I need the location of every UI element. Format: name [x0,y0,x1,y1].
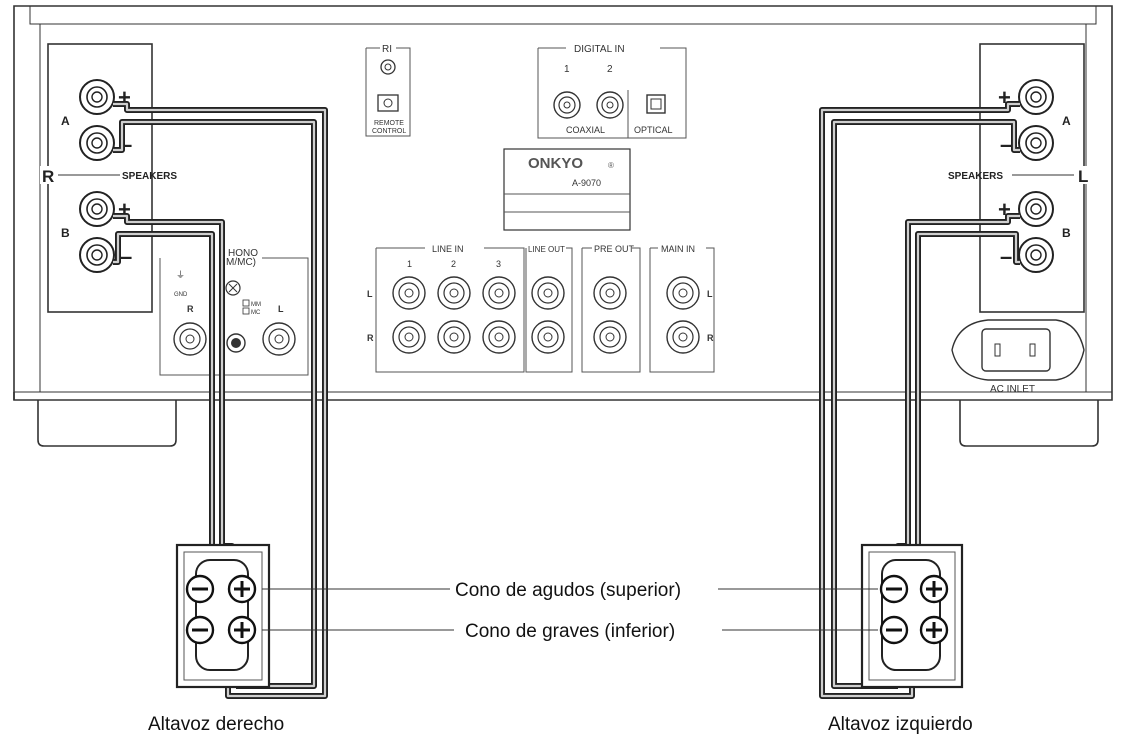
gnd-label: GND [174,292,188,298]
line-input-number: 2 [451,259,456,269]
plus-terminal-icon[interactable] [227,615,257,645]
amplifier-chassis [13,5,1113,401]
terminal-a-minus[interactable] [1018,125,1054,161]
plus-terminal-icon[interactable] [227,574,257,604]
phono-title: M/MC) [226,257,256,268]
optical-jack[interactable] [646,94,666,114]
pre-out-title: PRE OUT [594,244,635,254]
ri-jack[interactable] [380,59,396,75]
row-r-label: R [707,333,714,343]
speaker-terminals-left: + – + – A B L SPEAKERS [948,43,1092,313]
registered-mark: ® [608,161,614,170]
coaxial-jack-1[interactable] [553,91,581,119]
model-number: A-9070 [572,178,601,188]
row-l-label: L [367,289,373,299]
minus-terminal-icon[interactable] [185,574,215,604]
speakers-label: SPEAKERS [122,171,177,182]
minus-terminal-icon[interactable] [185,615,215,645]
speaker-set-a-label: A [61,114,70,128]
line-in-1-jack-r[interactable] [392,320,426,354]
terminal-b-plus[interactable] [79,191,115,227]
phono-r-label: R [187,304,194,314]
gnd-icon: ⏚ [176,270,185,280]
optical-label: OPTICAL [634,125,673,135]
phono-jack-l[interactable] [262,322,296,356]
speaker-set-b-label: B [1062,226,1071,240]
minus-terminal-icon[interactable] [879,574,909,604]
speaker-terminals-right: + – + – A B R SPEAKERS [40,43,177,313]
speakers-label: SPEAKERS [948,171,1003,182]
chassis-feet [37,400,1099,447]
plus-terminal-icon[interactable] [919,574,949,604]
digital-in-section: DIGITAL IN 1 2 COAXIAL OPTICAL [537,44,687,139]
speaker-set-a-label: A [1062,114,1071,128]
speaker-right-terminal-panel [175,543,271,689]
minus-sign: – [1000,244,1012,269]
remote-control-label: REMOTE [374,120,404,127]
terminal-b-plus[interactable] [1018,191,1054,227]
line-input-number: 3 [496,259,501,269]
left-speaker-caption: Altavoz izquierdo [828,714,973,735]
main-in-title: MAIN IN [661,244,695,254]
analog-io-section [375,247,715,373]
phono-title: HONO [228,248,258,259]
line-out-title: LINE OUT [528,245,565,254]
ac-inlet[interactable] [951,319,1085,381]
line-in-2-jack-r[interactable] [437,320,471,354]
terminal-b-minus[interactable] [79,237,115,273]
rca-jack-grid [392,276,700,354]
mm-label: MM [251,302,261,308]
line-input-number: 1 [407,259,412,269]
line-in-3-jack-l[interactable] [482,276,516,310]
digital-input-number: 1 [564,64,570,75]
terminal-a-minus[interactable] [79,125,115,161]
brand-plate: ONKYO ® A-9070 [503,148,631,231]
digital-input-number: 2 [607,64,613,75]
brand-logo: ONKYO [528,155,583,172]
row-l-label: L [707,289,713,299]
phono-section: HONO M/MC) ⏚ GND MM MC R L [159,248,309,376]
remote-control-label: CONTROL [372,128,406,135]
line-out-jack-l[interactable] [531,276,565,310]
right-speaker-caption: Altavoz derecho [148,714,284,735]
terminal-a-plus[interactable] [79,79,115,115]
plus-terminal-icon[interactable] [919,615,949,645]
pre-out-jack-r[interactable] [593,320,627,354]
main-in-jack-r[interactable] [666,320,700,354]
main-in-jack-l[interactable] [666,276,700,310]
minus-terminal-icon[interactable] [879,615,909,645]
remote-control-jack[interactable] [377,94,399,112]
ri-label: RI [382,44,392,55]
pre-out-jack-l[interactable] [593,276,627,310]
line-out-jack-r[interactable] [531,320,565,354]
line-in-1-jack-l[interactable] [392,276,426,310]
line-in-title: LINE IN [432,244,464,254]
coaxial-label: COAXIAL [566,125,605,135]
terminal-b-minus[interactable] [1018,237,1054,273]
digital-in-title: DIGITAL IN [574,44,625,55]
minus-sign: – [1000,132,1012,157]
minus-sign: – [120,244,132,269]
callout-lines [262,588,878,631]
line-in-3-jack-r[interactable] [482,320,516,354]
gnd-screw[interactable] [225,280,241,296]
line-in-2-jack-l[interactable] [437,276,471,310]
speaker-left-terminal-panel [860,543,964,689]
mm-mc-switch[interactable] [226,333,246,353]
ri-remote-control: RI REMOTE CONTROL [365,44,411,137]
channel-label: L [1078,167,1088,186]
row-r-label: R [367,333,374,343]
terminal-a-plus[interactable] [1018,79,1054,115]
coaxial-jack-2[interactable] [596,91,624,119]
channel-label: R [42,167,54,186]
phono-jack-r[interactable] [173,322,207,356]
phono-l-label: L [278,304,284,314]
tweeter-callout: Cono de agudos (superior) [455,580,681,601]
woofer-callout: Cono de graves (inferior) [465,621,675,642]
speaker-set-b-label: B [61,226,70,240]
mc-label: MC [251,310,261,316]
ac-inlet-label: AC INLET [990,384,1035,395]
